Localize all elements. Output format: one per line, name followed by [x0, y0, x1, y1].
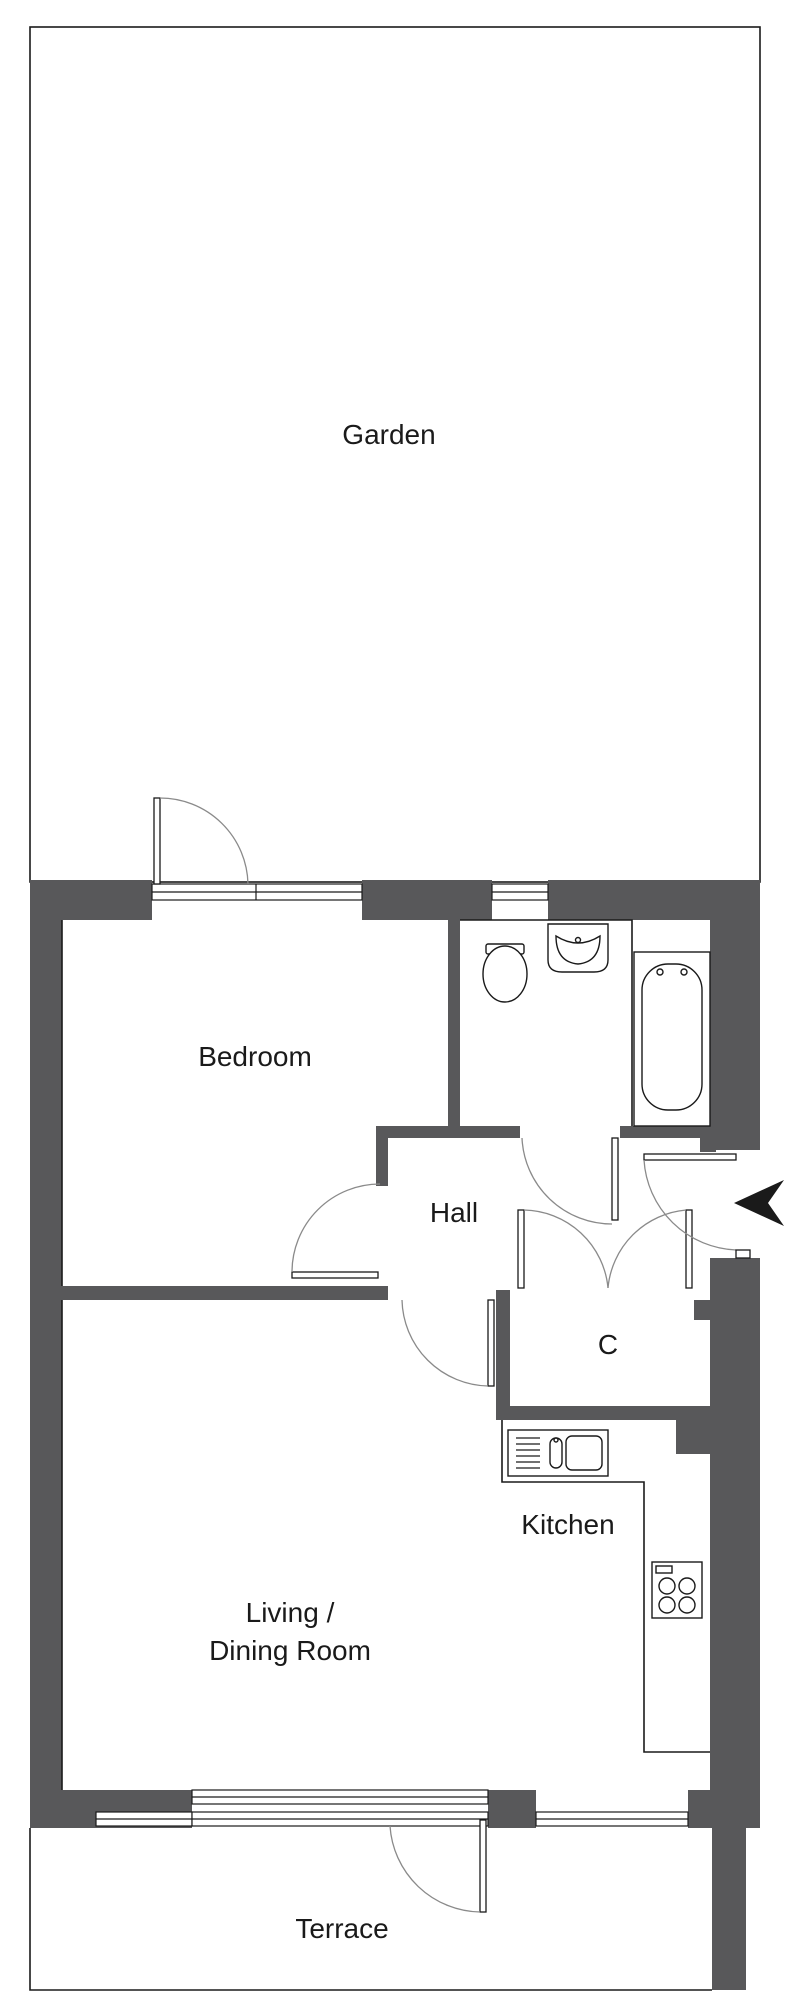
cupboard-label: C: [598, 1329, 618, 1360]
living-room-label-line2: Dining Room: [209, 1635, 371, 1666]
kitchen-sink: [507, 1429, 609, 1477]
terrace-label: Terrace: [295, 1913, 388, 1944]
bedroom-label: Bedroom: [198, 1041, 312, 1072]
wash-basin: [547, 923, 609, 973]
kitchen-label: Kitchen: [521, 1509, 614, 1540]
garden-boundary: [29, 26, 761, 883]
terrace-boundary: [29, 1828, 712, 1991]
walls: [30, 880, 760, 1990]
kitchen-hob: [651, 1561, 703, 1619]
garden-label: Garden: [342, 419, 435, 450]
bathtub: [633, 951, 711, 1127]
wc-toilet: [482, 943, 528, 1003]
entrance-arrow-icon: [734, 1180, 784, 1226]
windows: [95, 883, 689, 1827]
hall-label: Hall: [430, 1197, 478, 1228]
doors: [153, 797, 751, 1913]
wall-outlines: [61, 919, 633, 1790]
living-room-label-line1: Living /: [246, 1597, 335, 1628]
kitchen-counter: [501, 1420, 710, 1753]
